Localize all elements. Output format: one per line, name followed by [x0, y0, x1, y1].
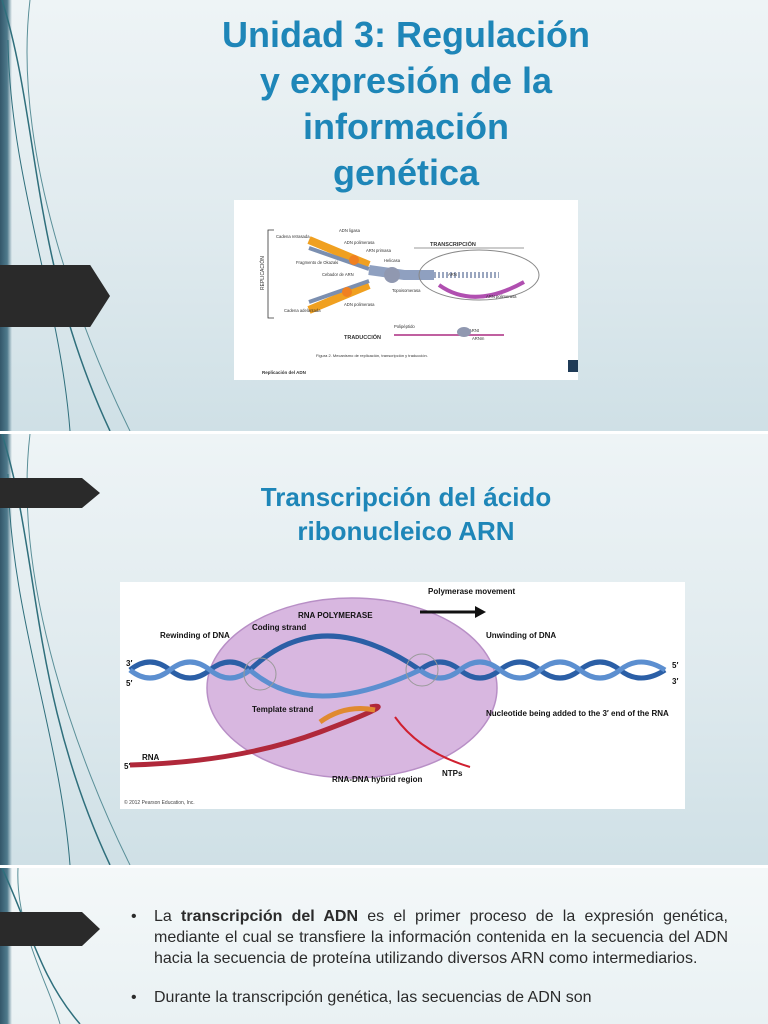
- dark-arrow-tab: [0, 478, 100, 508]
- label-arnm: ARNm: [472, 336, 485, 341]
- label-rna: RNA: [142, 753, 160, 762]
- figure-footer: Replicación del ADN: [262, 370, 306, 375]
- dna-fork: [307, 236, 540, 314]
- label-arnt: ARNt: [469, 328, 480, 333]
- label-cadena-adelantada: Cadena adelantada: [284, 308, 321, 313]
- label-adn-ligasa: ADN ligasa: [339, 228, 361, 233]
- decorative-curves: [1, 0, 131, 431]
- label-5-rna: 5′: [124, 762, 130, 771]
- decorative-curves: [1, 868, 81, 1024]
- replication-diagram: REPLICACIÓN ADN ligasa Cadena retrasada …: [234, 200, 578, 380]
- rna-polymerase-body: [206, 597, 498, 779]
- bullet-dot: •: [131, 989, 137, 1006]
- label-arn-primasa: ARN primasa: [366, 248, 392, 253]
- label-arn-polimerasa: ARN polimerasa: [486, 294, 517, 299]
- bullet-dot: •: [131, 908, 137, 925]
- rna-strand: [129, 703, 381, 768]
- slide-title: Unidad 3: Regulación y expresión de la i…: [221, 14, 591, 193]
- corner-badge: [568, 360, 578, 372]
- label-adn-polimerasa-bottom: ADN polimerasa: [344, 302, 375, 307]
- template-strand-shape: [248, 667, 422, 699]
- label-polymerase-movement: Polymerase movement: [428, 587, 515, 596]
- label-cebador-arn: Cebador de ARN: [322, 272, 354, 277]
- dna-helix-right: [418, 659, 667, 681]
- label-hybrid-region: RNA-DNA hybrid region: [332, 775, 422, 784]
- label-cadena-retrasada: Cadena retrasada: [276, 234, 310, 239]
- label-rewinding: Rewinding of DNA: [160, 631, 230, 640]
- figure-caption: Figura 2. Mecanismo de replicación, tran…: [316, 353, 428, 358]
- label-arn: ARN: [448, 272, 457, 277]
- label-rna-polymerase: RNA POLYMERASE: [298, 611, 373, 620]
- label-replicacion: REPLICACIÓN: [259, 256, 266, 290]
- copyright: © 2012 Pearson Education, Inc.: [124, 799, 195, 806]
- label-3-left: 3′: [126, 659, 132, 668]
- label-topoisomerasa: Topoisomerasa: [392, 288, 421, 293]
- label-3-right: 3′: [672, 677, 678, 686]
- label-adn-polimerasa-top: ADN polimerasa: [344, 240, 375, 245]
- label-fragmento-okazaki: Fragmento de Okazaki: [296, 260, 338, 265]
- slide-2: Transcripción del ácido ribonucleico ARN…: [0, 434, 768, 865]
- slide-title: Transcripción del ácido ribonucleico ARN: [260, 482, 552, 546]
- label-5-right: 5′: [672, 661, 678, 670]
- dna-helix-left: [128, 659, 252, 681]
- bullet-list: • La transcripción del ADN es el primer …: [128, 906, 728, 1024]
- label-5-left: 5′: [126, 679, 132, 688]
- label-unwinding: Unwinding of DNA: [486, 631, 556, 640]
- label-nucleotide-added: Nucleotide being added to the 3′ end of …: [486, 709, 669, 718]
- coding-strand-shape: [248, 633, 422, 673]
- label-template-strand: Template strand: [252, 705, 313, 714]
- transcription-diagram: Polymerase movement RNA POLYMERASE Codin…: [120, 582, 685, 809]
- label-transcripcion: TRANSCRIPCIÓN: [430, 240, 476, 248]
- label-polipeptido: Polipéptido: [394, 324, 415, 329]
- slide-3: • La transcripción del ADN es el primer …: [0, 868, 768, 1024]
- label-helicasa: Helicasa: [384, 258, 401, 263]
- label-ntps: NTPs: [442, 769, 463, 778]
- bullet-item: • Durante la transcripción genética, las…: [131, 989, 592, 1006]
- label-traduccion: TRADUCCIÓN: [344, 333, 381, 341]
- bold-term: transcripción del ADN: [181, 908, 359, 925]
- slide-1: Unidad 3: Regulación y expresión de la i…: [0, 0, 768, 431]
- dark-arrow-tab: [0, 265, 110, 327]
- bullet-item: • La transcripción del ADN es el primer …: [131, 908, 729, 967]
- dark-arrow-tab: [0, 912, 100, 946]
- label-coding-strand: Coding strand: [252, 623, 306, 632]
- ntp-arrow: [394, 716, 471, 768]
